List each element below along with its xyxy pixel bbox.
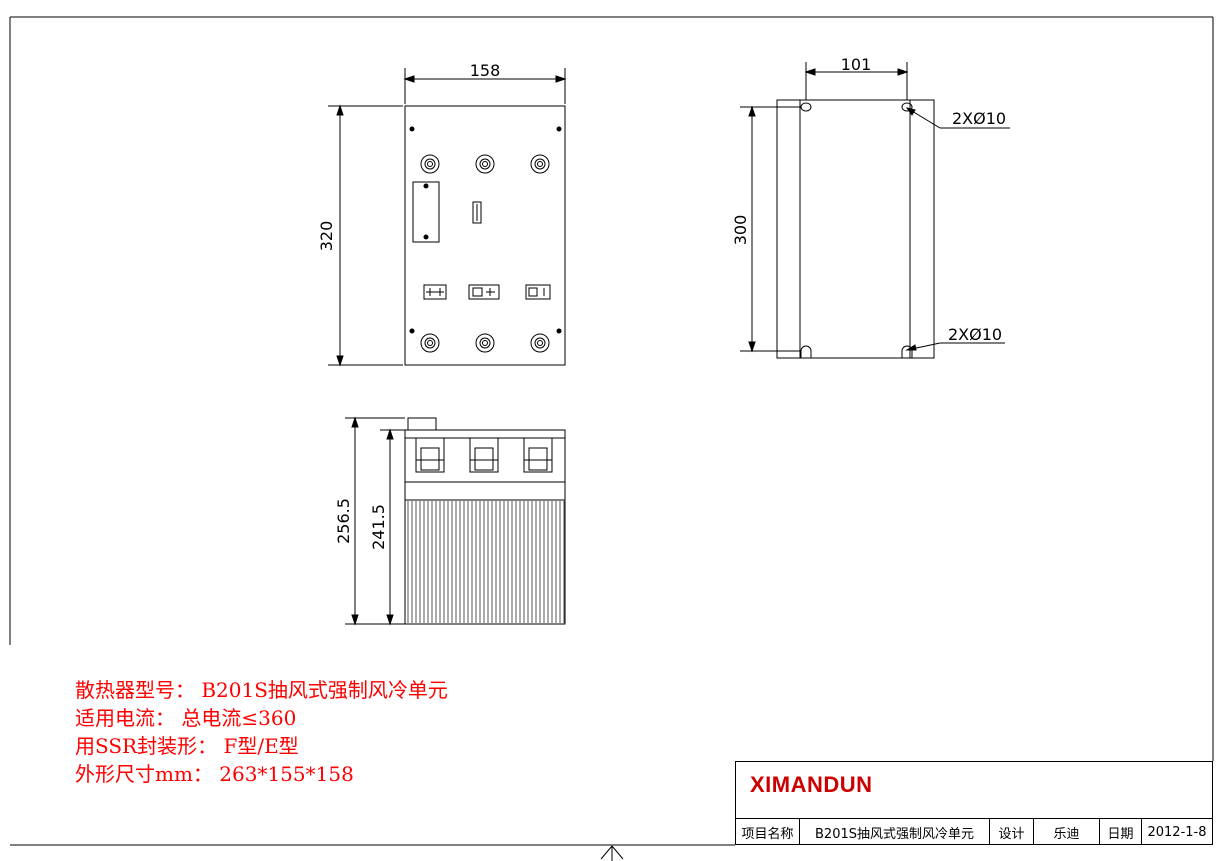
rear-view	[776, 99, 935, 359]
side-view	[404, 417, 566, 625]
brand-logo: XIMANDUN	[750, 772, 873, 797]
center-mark-icon	[600, 845, 624, 861]
rear-view-dimensions	[740, 62, 1010, 353]
mounting-hole-icon	[800, 345, 812, 358]
terminal-icon	[420, 333, 440, 353]
dim-top-height: 320	[317, 221, 336, 252]
project-label: 项目名称	[736, 819, 800, 845]
terminal-block-icon	[523, 438, 553, 473]
title-block-row: 项目名称 B201S抽风式强制风冷单元 设计 乐迪 日期 2012-1-8	[736, 818, 1212, 845]
date-value: 2012-1-8	[1147, 824, 1207, 840]
date-label: 日期	[1100, 819, 1142, 845]
project-value: B201S抽风式强制风冷单元	[800, 819, 990, 845]
note-dimensions: 外形尺寸mm： 263*155*158	[75, 762, 354, 786]
title-block: XIMANDUN 项目名称 B201S抽风式强制风冷单元 设计 乐迪 日期 20…	[735, 761, 1213, 845]
note-current: 适用电流： 总电流≤360	[75, 706, 297, 730]
terminal-icon	[530, 333, 550, 353]
terminal-icon	[475, 154, 495, 174]
terminal-icon	[475, 333, 495, 353]
top-view-dimensions	[328, 68, 567, 367]
connector-icon	[423, 284, 447, 300]
connector-icon	[468, 284, 500, 300]
terminal-icon	[530, 154, 550, 174]
terminal-block-icon	[469, 438, 499, 473]
design-label: 设计	[990, 819, 1034, 845]
dim-side-total: 256.5	[334, 498, 353, 544]
designer-value: 乐迪	[1034, 819, 1100, 845]
dim-rear-width: 101	[841, 55, 872, 74]
hole-callout-bottom: 2XØ10	[948, 325, 1002, 344]
terminal-icon	[420, 154, 440, 174]
dim-top-width: 158	[470, 61, 501, 80]
drawing-frame	[9, 16, 1214, 846]
dim-rear-height: 300	[731, 215, 750, 246]
mounting-hole-icon	[901, 345, 913, 358]
top-view	[404, 105, 566, 366]
hole-callout-top: 2XØ10	[952, 109, 1006, 128]
heatsink-fins	[407, 501, 565, 623]
note-ssr-package: 用SSR封装形： F型/E型	[75, 734, 299, 758]
dim-side-inner: 241.5	[369, 504, 388, 550]
terminal-block-icon	[415, 438, 445, 473]
note-model: 散热器型号： B201S抽风式强制风冷单元	[75, 678, 448, 702]
spec-notes: 散热器型号： B201S抽风式强制风冷单元 适用电流： 总电流≤360 用SSR…	[75, 676, 448, 788]
mounting-hole-icon	[800, 102, 812, 112]
side-view-dimensions	[345, 416, 405, 626]
connector-icon	[525, 284, 551, 300]
mounting-hole-icon	[901, 102, 913, 112]
